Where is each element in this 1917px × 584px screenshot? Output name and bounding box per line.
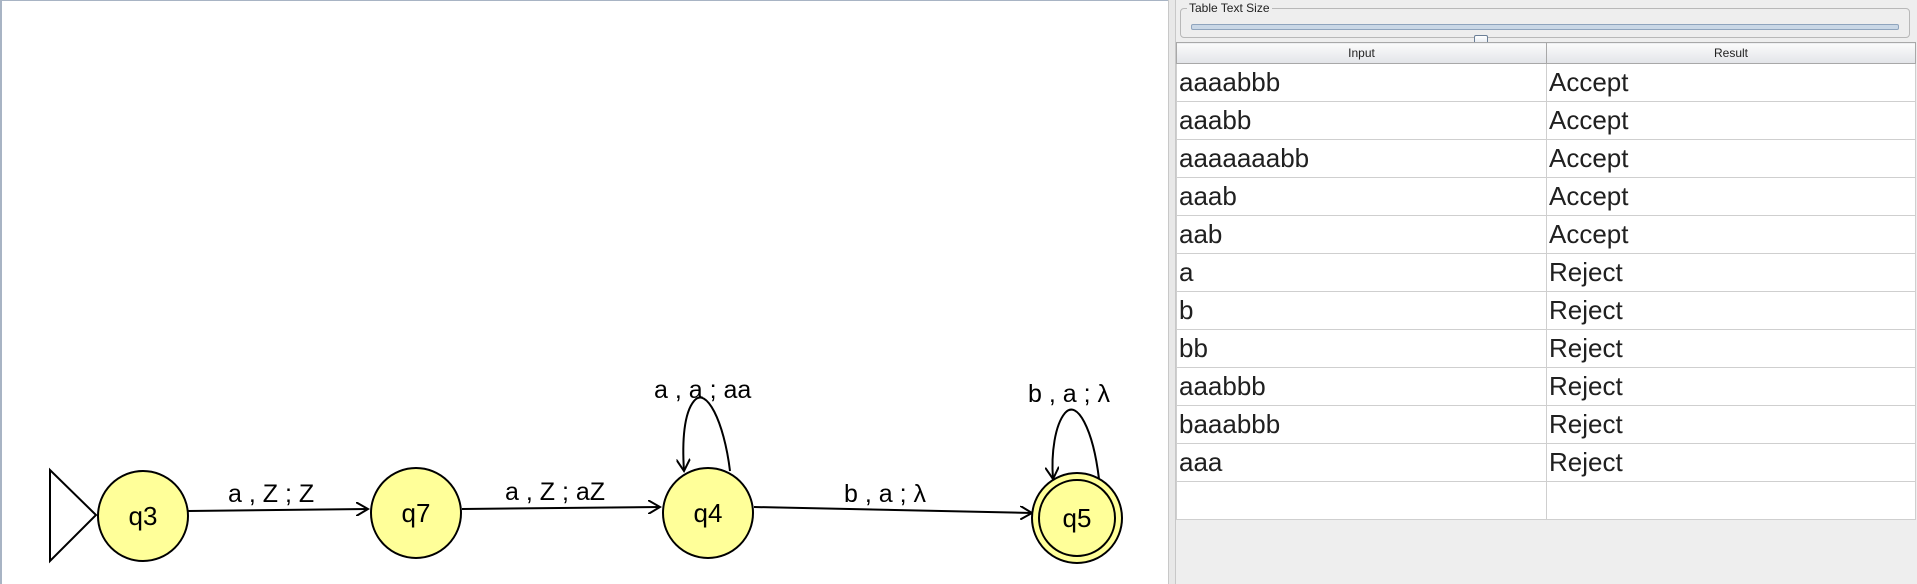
transition-q4-q5[interactable] xyxy=(753,507,1032,513)
state-label-q7: q7 xyxy=(402,498,431,528)
text-size-slider-group: Table Text Size xyxy=(1180,1,1910,49)
table-row[interactable]: bb Reject xyxy=(1176,329,1916,368)
state-q5[interactable]: q5 xyxy=(1031,472,1123,564)
initial-state-marker xyxy=(49,467,98,564)
result-cell[interactable]: Reject xyxy=(1546,405,1916,444)
result-cell[interactable]: Accept xyxy=(1546,177,1916,216)
results-panel: Table Text Size Input Result aaaabbb Acc… xyxy=(1176,0,1917,584)
result-cell[interactable]: Reject xyxy=(1546,291,1916,330)
state-q7[interactable]: q7 xyxy=(370,467,462,559)
input-cell[interactable]: aaab xyxy=(1176,177,1547,216)
transition-label-q4-q5[interactable]: b , a ; λ xyxy=(844,480,926,508)
table-row[interactable]: aaab Accept xyxy=(1176,177,1916,216)
table-row[interactable]: aaaabbb Accept xyxy=(1176,63,1916,102)
table-row[interactable]: a Reject xyxy=(1176,253,1916,292)
table-row[interactable]: aaabb Accept xyxy=(1176,101,1916,140)
column-header-input[interactable]: Input xyxy=(1176,42,1547,64)
table-row[interactable]: aaaaaaabb Accept xyxy=(1176,139,1916,178)
state-label-q3: q3 xyxy=(129,501,158,531)
table-row-empty[interactable] xyxy=(1176,481,1916,520)
result-cell[interactable]: Reject xyxy=(1546,329,1916,368)
result-cell[interactable]: Accept xyxy=(1546,101,1916,140)
table-row[interactable]: aaa Reject xyxy=(1176,443,1916,482)
table-row[interactable]: aab Accept xyxy=(1176,215,1916,254)
input-cell[interactable]: aaa xyxy=(1176,443,1547,482)
result-cell[interactable]: Accept xyxy=(1546,63,1916,102)
text-size-slider-track[interactable] xyxy=(1191,24,1899,49)
transition-q5-q5-loop[interactable] xyxy=(1053,408,1100,479)
input-cell[interactable]: bb xyxy=(1176,329,1547,368)
state-label-q4: q4 xyxy=(694,498,723,528)
result-cell[interactable] xyxy=(1546,481,1916,520)
input-cell[interactable]: b xyxy=(1176,291,1547,330)
transition-label-q7-q4[interactable]: a , Z ; aZ xyxy=(505,478,605,506)
state-q3[interactable]: q3 xyxy=(97,470,189,562)
input-cell[interactable]: aaaaaaabb xyxy=(1176,139,1547,178)
table-row[interactable]: b Reject xyxy=(1176,291,1916,330)
transition-label-q5-q5[interactable]: b , a ; λ xyxy=(1028,380,1110,408)
input-cell[interactable]: aaabb xyxy=(1176,101,1547,140)
result-cell[interactable]: Accept xyxy=(1546,139,1916,178)
input-cell[interactable]: aab xyxy=(1176,215,1547,254)
input-cell[interactable] xyxy=(1176,481,1547,520)
result-cell[interactable]: Accept xyxy=(1546,215,1916,254)
state-q4[interactable]: q4 xyxy=(662,467,754,559)
results-table: Input Result aaaabbb Accept aaabb Accept… xyxy=(1176,42,1916,520)
input-cell[interactable]: aaaabbb xyxy=(1176,63,1547,102)
slider-title: Table Text Size xyxy=(1187,1,1272,15)
transition-q4-q4-loop[interactable] xyxy=(683,396,731,471)
automaton-canvas[interactable]: a , Z ; Z a , Z ; aZ a , a ; aa b , a ; … xyxy=(0,0,1168,584)
result-cell[interactable]: Reject xyxy=(1546,367,1916,406)
transition-label-q3-q7[interactable]: a , Z ; Z xyxy=(228,480,314,508)
result-cell[interactable]: Reject xyxy=(1546,253,1916,292)
table-row[interactable]: aaabbb Reject xyxy=(1176,367,1916,406)
input-cell[interactable]: aaabbb xyxy=(1176,367,1547,406)
input-cell[interactable]: a xyxy=(1176,253,1547,292)
column-header-result[interactable]: Result xyxy=(1546,42,1916,64)
result-cell[interactable]: Reject xyxy=(1546,443,1916,482)
table-header-row: Input Result xyxy=(1176,42,1916,64)
table-row[interactable]: baaabbb Reject xyxy=(1176,405,1916,444)
input-cell[interactable]: baaabbb xyxy=(1176,405,1547,444)
state-label-q5: q5 xyxy=(1063,503,1092,533)
transition-label-q4-q4[interactable]: a , a ; aa xyxy=(654,376,751,404)
split-pane-divider[interactable] xyxy=(1168,0,1176,584)
transition-q3-q7[interactable] xyxy=(187,509,368,511)
transition-q7-q4[interactable] xyxy=(461,507,660,509)
